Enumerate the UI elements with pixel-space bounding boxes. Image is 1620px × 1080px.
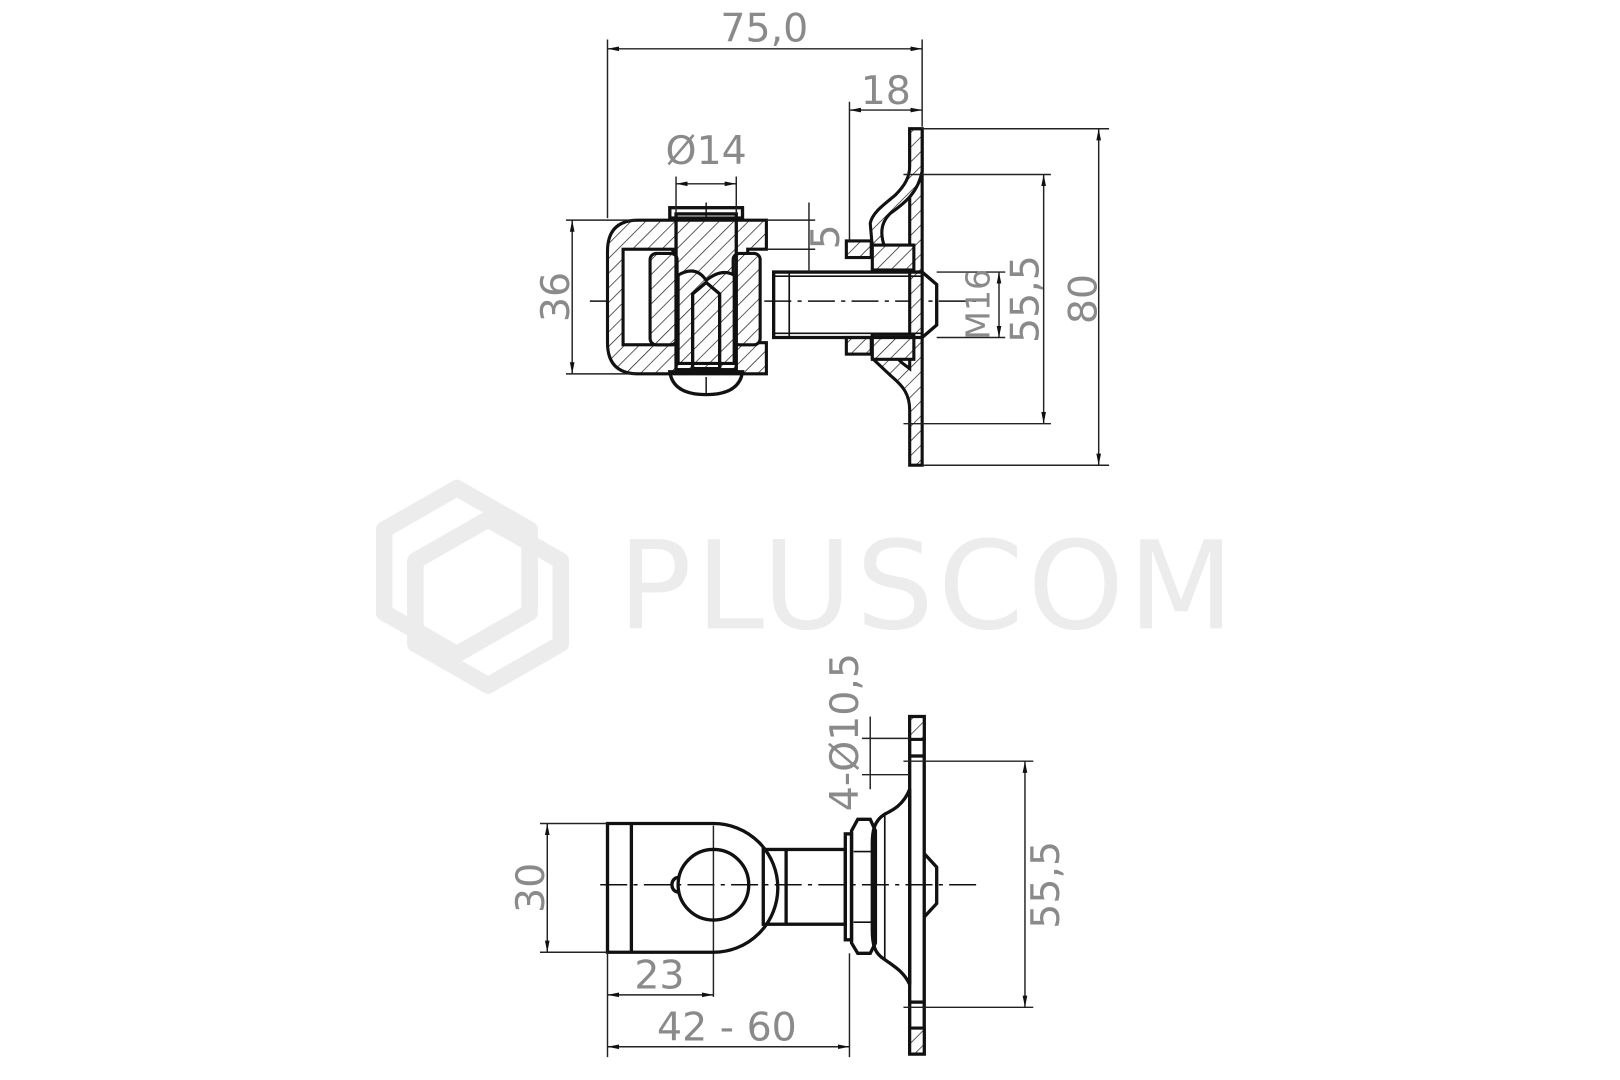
- hexagon-logo-icon: [375, 479, 570, 694]
- nut-section-bottom: [844, 335, 873, 356]
- threaded-bolt: [771, 270, 939, 340]
- watermark-logo: PLUSCOM: [375, 479, 1238, 694]
- dim-offset: 5: [803, 224, 849, 249]
- dim-eye-center: 23: [634, 953, 684, 999]
- dim-pin-diameter: Ø14: [666, 128, 747, 174]
- dim-holes: 4-Ø10,5: [822, 653, 868, 811]
- dim-eye-height: 30: [508, 863, 554, 913]
- top-view-section: 75,0 18 Ø14 5 36 M16 55,5 80: [533, 6, 1110, 467]
- grease-nipple: [670, 875, 679, 894]
- plate-dome: [870, 788, 912, 986]
- grease-nipple: [690, 280, 722, 371]
- bolt-end: [923, 852, 939, 919]
- dim-plate-height: 80: [1061, 274, 1107, 324]
- dim-overall-length: 75,0: [720, 6, 808, 52]
- dim-thread: M16: [959, 269, 998, 340]
- pin-core-section: [676, 269, 736, 366]
- bushing-left: [648, 251, 679, 347]
- dim-hole-spacing: 55,5: [1023, 841, 1069, 929]
- dim-hole-spacing: 55,5: [1002, 255, 1048, 343]
- pin-bore: [676, 847, 751, 922]
- eye-body: [605, 821, 780, 954]
- threaded-rod: [761, 847, 847, 926]
- pin-cap: [668, 206, 745, 220]
- watermark-text: PLUSCOM: [618, 514, 1238, 657]
- nut-section-top: [844, 239, 873, 260]
- dim-eye-height: 36: [533, 272, 579, 322]
- dim-plate-depth: 18: [861, 68, 911, 114]
- washer-section-top: [870, 243, 916, 272]
- side-view: 4-Ø10,5 30 23 42 - 60 55,5: [508, 653, 1069, 1058]
- dim-adjust-range: 42 - 60: [657, 1005, 797, 1051]
- pin-head: [667, 370, 745, 397]
